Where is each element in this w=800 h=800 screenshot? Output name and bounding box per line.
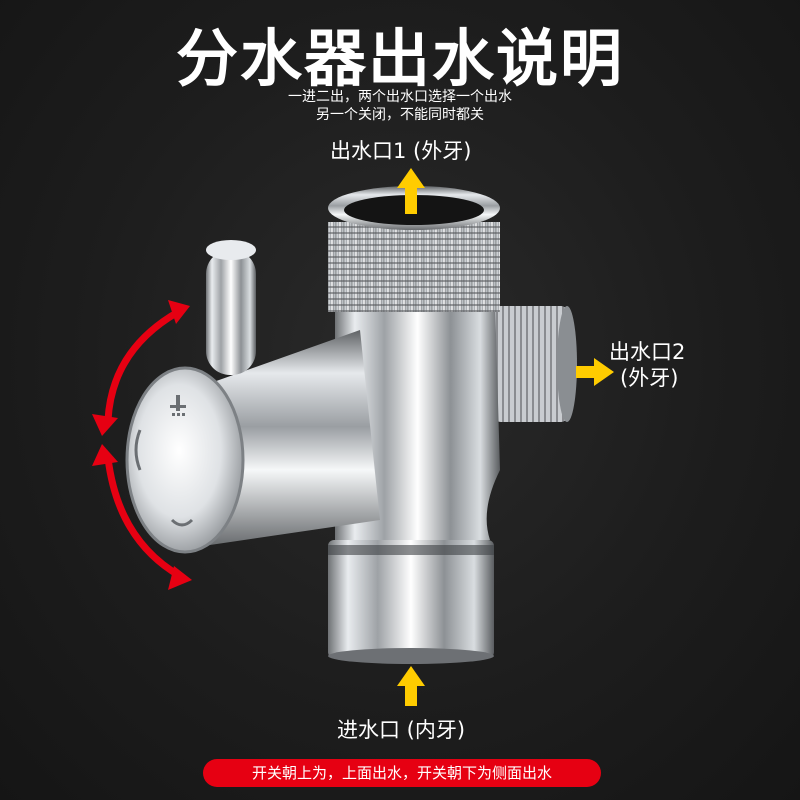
subtitle-line-1: 一进二出，两个出水口选择一个出水 xyxy=(288,89,512,105)
side-outlet-thread xyxy=(495,306,567,422)
outlet2-thread-label: (外牙) xyxy=(620,366,679,390)
outlet1-label: 出水口1 (外牙) xyxy=(330,139,472,163)
inlet-label: 进水口 (内牙) xyxy=(337,718,466,742)
handle-housing xyxy=(205,330,380,545)
up-arrow-icon xyxy=(397,168,425,214)
page-title: 分水器出水说明 xyxy=(175,22,624,95)
inlet-pipe xyxy=(328,540,494,658)
side-outlet-end xyxy=(557,306,577,422)
subtitle-line-2: 另一个关闭，不能同时都关 xyxy=(316,107,484,123)
rotate-arrow-icon xyxy=(104,308,184,580)
lever-handle xyxy=(206,250,256,375)
valve-body xyxy=(335,300,500,540)
rotate-arrowheads xyxy=(92,300,192,590)
handle-cap xyxy=(125,366,245,554)
top-outlet-thread xyxy=(328,222,500,312)
cap-markings xyxy=(134,395,194,527)
instruction-banner: 开关朝上为，上面出水，开关朝下为侧面出水 xyxy=(203,759,601,787)
inlet-seam xyxy=(328,545,494,555)
lever-top xyxy=(206,240,256,260)
inlet-rim xyxy=(328,648,494,664)
outlet2-label: 出水口2 xyxy=(609,340,686,364)
inlet-up-arrow-icon xyxy=(397,666,425,706)
right-arrow-icon xyxy=(576,358,614,386)
